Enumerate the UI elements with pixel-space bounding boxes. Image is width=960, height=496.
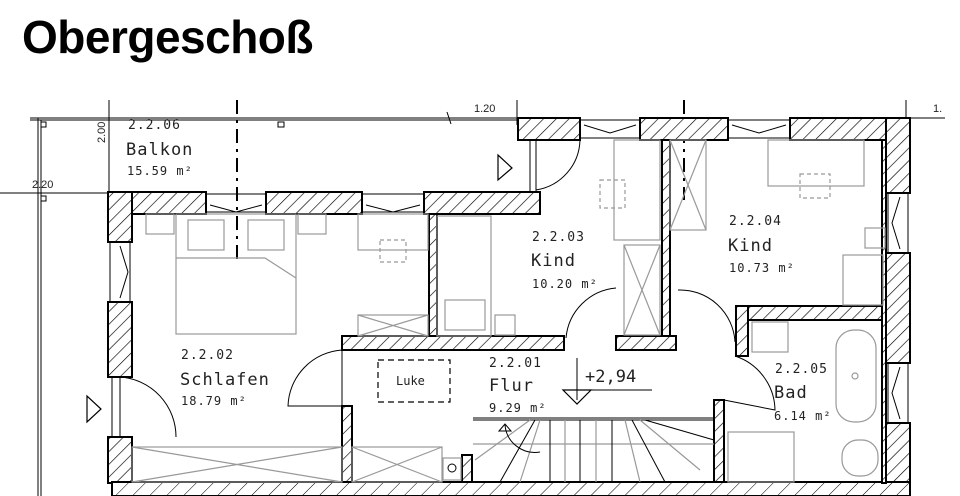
room-number: 2.2.02 [181,348,234,363]
staircase [473,417,715,483]
room-name: Kind [728,236,773,256]
dimension-2-20: 2.20 [32,179,53,191]
dimension-right-edge: 1. [933,103,942,115]
room-area: 10.20 m² [532,277,598,291]
room-schlafen: 2.2.02 Schlafen 18.79 m² [180,348,270,408]
walls [107,117,911,496]
room-name: Balkon [126,140,193,160]
room-number: 2.2.04 [729,214,782,229]
room-name: Schlafen [180,370,270,390]
room-area: 15.59 m² [127,164,193,178]
elevation-label: +2,94 [585,367,636,387]
room-number: 2.2.01 [489,356,542,371]
room-name: Kind [531,251,576,271]
room-bad: 2.2.05 Bad 6.14 m² [774,362,832,423]
room-flur: 2.2.01 Flur 9.29 m² [489,356,547,415]
dimension-lines [0,100,945,496]
elevation-marker [561,358,652,405]
attic-hatch-label: Luke [396,374,425,388]
room-area: 9.29 m² [489,401,547,415]
furniture [131,139,886,483]
room-area: 6.14 m² [774,409,832,423]
room-name: Bad [774,383,808,403]
room-area: 10.73 m² [729,261,795,275]
room-kind-1: 2.2.03 Kind 10.20 m² [531,230,598,291]
windows [109,119,909,424]
page-title: Obergeschoß [22,11,314,63]
room-number: 2.2.06 [128,118,181,133]
room-name: Flur [489,376,534,396]
attic-hatch-outline [377,359,451,403]
room-number: 2.2.05 [775,362,828,377]
dimension-2-00: 2.00 [96,122,108,143]
room-number: 2.2.03 [532,230,585,245]
dimension-1-20: 1.20 [474,103,495,115]
room-kind-2: 2.2.04 Kind 10.73 m² [728,214,795,275]
doors [86,139,776,438]
room-area: 18.79 m² [181,394,247,408]
room-balkon: 2.2.06 Balkon 15.59 m² [126,118,193,178]
